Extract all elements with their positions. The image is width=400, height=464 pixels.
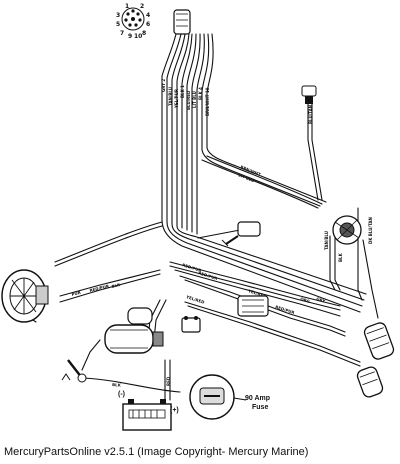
wire-label: LIT BLU — [192, 91, 197, 108]
wiring-diagram: 1 2 3 4 5 6 7 8 9 10 GRY 2 TAN/BLU YEL/P… — [1, 3, 395, 431]
pin-label-7: 7 — [120, 30, 124, 37]
battery-negative-label: (-) — [118, 391, 125, 398]
pin-label-4: 4 — [146, 12, 150, 19]
wire-label-gry: GRY — [316, 296, 326, 304]
wire-label-yel-red: YEL/RED — [247, 288, 268, 299]
pin-label-1: 1 — [125, 3, 129, 10]
harness-wire-labels: GRY 2 TAN/BLU YEL/PUR BLK 1 BLU/RED LIT … — [161, 79, 210, 116]
oil-pressure-sender — [301, 85, 317, 104]
fuse-name-label: Fuse — [252, 404, 268, 411]
wire-label: BLU/RED — [186, 90, 191, 110]
wire-label-red-pur: RED/PUR — [275, 304, 295, 315]
ground-stud — [61, 359, 87, 383]
harness-connector — [173, 9, 191, 35]
wire-label-red-pur: RED/PUR — [198, 270, 218, 281]
battery: (-) (+) — [118, 391, 179, 431]
wire-label-blk: BLK — [338, 252, 343, 262]
wire-label: BLK 1 — [180, 85, 185, 98]
wire-label-org: ORG — [300, 296, 311, 304]
pin-label-3: 3 — [116, 12, 120, 19]
wire-label-dk-blu-tan: DK BLU/TAN — [368, 217, 373, 244]
wire-label-yel-red: YEL/RED — [185, 294, 206, 305]
pin-label-10: 10 — [134, 33, 142, 40]
wire-label: BRN/WHT 10 — [205, 87, 210, 116]
wire-label-red: RED — [166, 376, 171, 386]
wire-label-blk: BLK — [112, 382, 122, 388]
pin-label-5: 5 — [116, 21, 120, 28]
distributor — [332, 215, 362, 245]
wire-label-red-pur: RED/PUR — [89, 283, 109, 293]
temp-sender — [221, 221, 261, 247]
sensor-leads — [197, 93, 379, 319]
main-harness-bundle — [161, 33, 367, 313]
alternator — [1, 269, 49, 323]
starter-motor — [104, 307, 164, 354]
wire-label: TAN/BLU — [168, 87, 173, 106]
wire-label: YEL/PUR — [174, 89, 179, 109]
fuse-callout: 90 Amp Fuse — [189, 374, 270, 420]
pin-label-2: 2 — [140, 3, 144, 10]
wire-label-blk: BLK — [111, 282, 122, 289]
alternator-branch — [29, 221, 163, 323]
wire-label-blu-tan: BLU/TAN — [308, 105, 313, 124]
wire-label-pur: PUR — [71, 290, 81, 297]
wire-label: GRY 2 — [161, 79, 166, 92]
pin-label-9: 9 — [128, 33, 132, 40]
pin-label-8: 8 — [142, 30, 146, 37]
ignition-coil — [237, 295, 269, 317]
wire-label-red-pur: RED/PUR — [182, 262, 202, 273]
trim-pump-connectors — [356, 322, 395, 398]
wire-label-tan-blu: TAN/BLU — [324, 231, 329, 250]
wire-label: BLK 4 — [198, 87, 203, 100]
wire-label-lit-blu: LIT BLU — [238, 172, 256, 183]
slave-solenoid — [181, 316, 201, 333]
pin-layout-diagram: 1 2 3 4 5 6 7 8 9 10 — [116, 3, 150, 40]
battery-positive-label: (+) — [170, 407, 179, 414]
pin-label-6: 6 — [146, 21, 150, 28]
image-caption: MercuryPartsOnline v2.5.1 (Image Copyrig… — [4, 446, 309, 458]
fuse-rating-label: 90 Amp — [245, 395, 270, 402]
